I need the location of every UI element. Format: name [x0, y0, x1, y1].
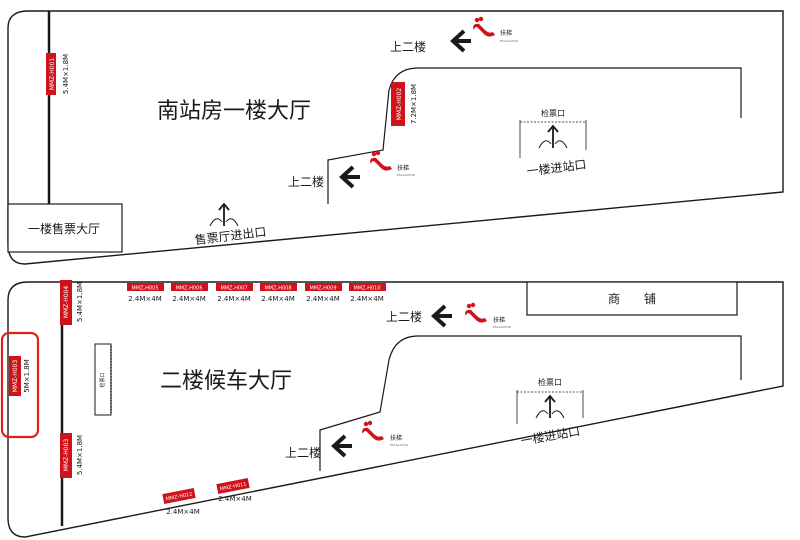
- upper-floor-title: 南站房一楼大厅: [157, 99, 311, 124]
- svg-text:MMZ-H008: MMZ-H008: [264, 286, 291, 292]
- lower-floor-title: 二楼候车大厅: [160, 369, 292, 394]
- shop-block: [526, 281, 738, 316]
- escalator-sublabel: ESCALATOR: [390, 443, 408, 447]
- ad-panel-h007: MMZ-H007 2.4M×4M: [216, 283, 253, 303]
- escalator-label: 扶梯: [493, 316, 505, 324]
- svg-text:2.4M×4M: 2.4M×4M: [306, 295, 340, 303]
- left-arrow-icon: [431, 304, 452, 328]
- ad-panel-h006: MMZ-H006 2.4M×4M: [171, 283, 208, 303]
- ad-panel-h001: [46, 53, 56, 95]
- checkin-gate-bracket: [519, 120, 587, 158]
- svg-text:2.4M×4M: 2.4M×4M: [218, 495, 252, 503]
- ad-code-h001: MMZ-H001: [49, 58, 56, 91]
- door-entrance-icon: [209, 202, 239, 227]
- lower-stairs-top-label: 上二楼: [386, 309, 422, 324]
- svg-text:2.4M×4M: 2.4M×4M: [166, 508, 200, 516]
- ad-size-h001: 5.4M×1.8M: [62, 54, 70, 94]
- ad-panel-h002: [391, 82, 405, 126]
- ad-panel-h003-left: [9, 356, 21, 396]
- svg-text:2.4M×4M: 2.4M×4M: [217, 295, 251, 303]
- upper-floor-plan: 一楼售票大厅 南站房一楼大厅 MMZ-H001 5.4M×1.8M MMZ-H0…: [7, 10, 784, 265]
- ad-panel-h011: MMZ-H011 2.4M×4M: [216, 478, 252, 503]
- upper-inner-boundary: [327, 67, 742, 204]
- ad-panel-h005: MMZ-H005 2.4M×4M: [127, 283, 164, 303]
- ad-panel-h010: MMZ-H010 2.4M×4M: [349, 283, 386, 303]
- escalator-icon: [473, 16, 495, 37]
- checkin-gate-bracket: [516, 390, 584, 424]
- checkin-label: 检票口: [538, 377, 562, 387]
- door-entrance-icon: [535, 394, 565, 419]
- ad-panel-h012: MMZ-H012 2.4M×4M: [162, 488, 200, 516]
- escalator-icon: [465, 302, 487, 323]
- door-entrance-icon: [538, 124, 568, 149]
- svg-text:MMZ-H006: MMZ-H006: [175, 286, 202, 292]
- ticket-hall-box: [7, 203, 123, 253]
- svg-text:2.4M×4M: 2.4M×4M: [261, 295, 295, 303]
- svg-text:MMZ-H009: MMZ-H009: [309, 286, 336, 292]
- escalator-label: 扶梯: [397, 164, 409, 172]
- ad-size-h004: 5.4M×1.8M: [76, 282, 84, 322]
- escalator-label: 扶梯: [390, 434, 402, 442]
- checkin-label: 检票口: [541, 108, 565, 118]
- svg-text:MMZ-H007: MMZ-H007: [220, 286, 247, 292]
- svg-text:2.4M×4M: 2.4M×4M: [172, 295, 206, 303]
- ad-size-h003-bottom: 5.4M×1.8M: [76, 435, 84, 475]
- ticket-hall-label: 一楼售票大厅: [28, 221, 100, 236]
- lower-entrance-label: 一楼进站口: [519, 423, 581, 448]
- svg-text:MMZ-H005: MMZ-H005: [131, 286, 158, 292]
- left-arrow-icon: [339, 165, 360, 189]
- escalator-sublabel: ESCALATOR: [493, 325, 511, 329]
- escalator-label: 扶梯: [500, 29, 512, 37]
- gate-box-label: 检票口: [99, 372, 106, 387]
- svg-text:MMZ-H012: MMZ-H012: [165, 491, 193, 502]
- left-arrow-icon: [450, 29, 471, 53]
- upper-entrance-label: 一楼进站口: [526, 156, 587, 178]
- svg-text:MMZ-H011: MMZ-H011: [219, 481, 247, 492]
- lower-stairs-bottom-label: 上二楼: [285, 445, 321, 460]
- lower-floor-plan: 商 铺 二楼候车大厅 检票口 MMZ-H004 5.4M×1.8M MMZ-H0…: [0, 280, 784, 538]
- upper-stairs-top-label: 上二楼: [390, 39, 426, 54]
- upper-stairs-bottom-label: 上二楼: [288, 174, 324, 189]
- ad-panel-h003-bottom: [60, 433, 72, 478]
- shop-label-2: 铺: [644, 292, 656, 306]
- ad-panel-h008: MMZ-H008 2.4M×4M: [260, 283, 297, 303]
- escalator-sublabel: ESCALATOR: [397, 173, 415, 177]
- escalator-icon: [370, 150, 392, 171]
- svg-text:MMZ-H010: MMZ-H010: [353, 286, 380, 292]
- ad-code-h003-left: MMZ-H003: [12, 360, 19, 393]
- highlight-box: [0, 331, 40, 439]
- ad-code-h002: MMZ-H002: [396, 88, 403, 121]
- ad-panel-h009: MMZ-H009 2.4M×4M: [305, 283, 342, 303]
- lower-floor-outline: [7, 281, 784, 538]
- shop-label-1: 商: [608, 291, 620, 306]
- ad-size-h002: 7.2M×1.8M: [410, 84, 418, 124]
- ad-top-row: MMZ-H005 2.4M×4M MMZ-H006 2.4M×4M MMZ-H0…: [127, 283, 386, 303]
- ad-code-h003-bottom: MMZ-H003: [63, 439, 70, 472]
- escalator-icon: [362, 420, 384, 441]
- svg-text:2.4M×4M: 2.4M×4M: [350, 295, 384, 303]
- ad-code-h004: MMZ-H004: [63, 286, 70, 319]
- ad-panel-h004: [60, 280, 72, 325]
- left-arrow-icon: [331, 434, 352, 458]
- svg-text:2.4M×4M: 2.4M×4M: [128, 295, 162, 303]
- escalator-sublabel: ESCALATOR: [500, 39, 518, 43]
- ad-size-h003-left: 5M×1.8M: [23, 359, 31, 393]
- lower-inner-boundary: [319, 335, 742, 471]
